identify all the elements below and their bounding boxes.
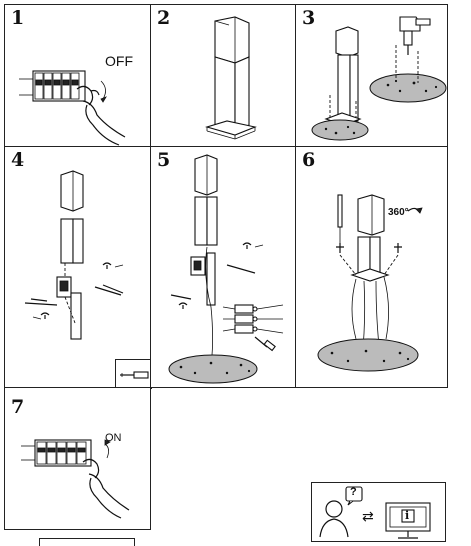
step-4-panel: 4 xyxy=(4,146,152,389)
screwdriver-icon xyxy=(254,336,276,352)
step-1-number: 1 xyxy=(11,7,25,29)
help-contact-box: ? ⇄ i xyxy=(311,482,446,542)
terminal-block-icon xyxy=(222,304,284,334)
step-2-panel: 2 xyxy=(150,4,296,147)
page-bottom-frame xyxy=(39,538,135,546)
step-6-panel: 6 360° xyxy=(295,146,448,388)
on-label: ON xyxy=(105,432,122,444)
lamp-post-icon xyxy=(205,16,257,140)
lamp-post-icon xyxy=(350,194,423,360)
step-3-panel: 3 xyxy=(295,4,448,147)
screwdriver-icon xyxy=(120,371,149,379)
step-7-number: 7 xyxy=(11,396,25,418)
off-label: OFF xyxy=(105,53,133,69)
gravel-base-icon xyxy=(317,338,419,372)
exchange-arrows-icon: ⇄ xyxy=(362,509,374,525)
hand-icon xyxy=(82,439,130,519)
step-6-number: 6 xyxy=(302,149,316,171)
screw-icon xyxy=(336,194,402,276)
rotation-label: 360° xyxy=(388,207,409,218)
step-3-number: 3 xyxy=(302,7,316,29)
hand-icon xyxy=(76,80,126,146)
question-mark: ? xyxy=(350,486,357,498)
gravel-base-icon xyxy=(311,45,447,141)
gravel-base-icon xyxy=(168,354,258,384)
screw-icon xyxy=(24,262,124,320)
screwdriver-inset xyxy=(115,359,152,389)
step-5-number: 5 xyxy=(157,149,171,171)
step-7-panel: 7 ON xyxy=(4,387,151,530)
step-5-panel: 5 xyxy=(150,146,296,388)
step-1-panel: 1 OFF xyxy=(4,4,151,147)
monitor-icon xyxy=(385,502,431,539)
lamp-post-icon xyxy=(190,154,218,382)
person-icon xyxy=(319,486,363,538)
fuse-box-icon xyxy=(21,439,92,467)
fuse-box-icon xyxy=(19,70,86,102)
drill-icon xyxy=(399,16,431,55)
step-2-number: 2 xyxy=(157,7,171,29)
info-letter: i xyxy=(405,509,410,522)
lamp-post-icon xyxy=(56,170,84,340)
screw-icon xyxy=(170,242,264,309)
step-4-number: 4 xyxy=(11,149,25,171)
